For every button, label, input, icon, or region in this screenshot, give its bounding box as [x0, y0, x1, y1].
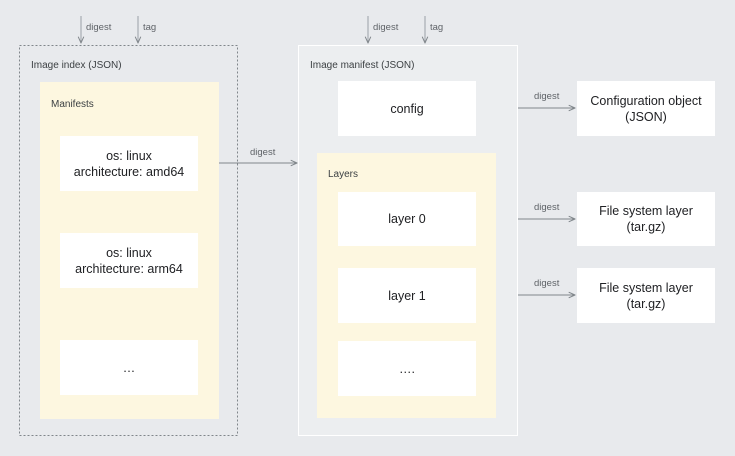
- config-edge-label: digest: [534, 91, 560, 102]
- manifest-entry-arm64: os: linux architecture: arm64: [60, 233, 198, 288]
- file-system-layer-0-box: File system layer (tar.gz): [577, 192, 715, 246]
- layer0-edge-label: digest: [534, 202, 560, 213]
- image-index-title: Image index (JSON): [31, 60, 122, 71]
- config-box: config: [338, 81, 476, 136]
- manifest-entry-more: …: [60, 340, 198, 395]
- layer1-edge-label: digest: [534, 278, 560, 289]
- layer-1-box: layer 1: [338, 268, 476, 323]
- index-digest-label: digest: [86, 22, 112, 33]
- layers-title: Layers: [328, 169, 359, 180]
- configuration-object-box: Configuration object (JSON): [577, 81, 715, 136]
- index-tag-label: tag: [143, 22, 157, 33]
- image-index-border: [19, 45, 238, 436]
- manifest-digest-label: digest: [373, 22, 399, 33]
- manifest-tag-label: tag: [430, 22, 444, 33]
- layer-0-box: layer 0: [338, 192, 476, 246]
- image-manifest-title: Image manifest (JSON): [310, 60, 415, 71]
- index-to-manifest-label: digest: [250, 147, 276, 158]
- manifests-title: Manifests: [51, 99, 94, 110]
- layer-more-box: ….: [338, 341, 476, 396]
- file-system-layer-1-box: File system layer (tar.gz): [577, 268, 715, 323]
- manifest-entry-amd64: os: linux architecture: amd64: [60, 136, 198, 191]
